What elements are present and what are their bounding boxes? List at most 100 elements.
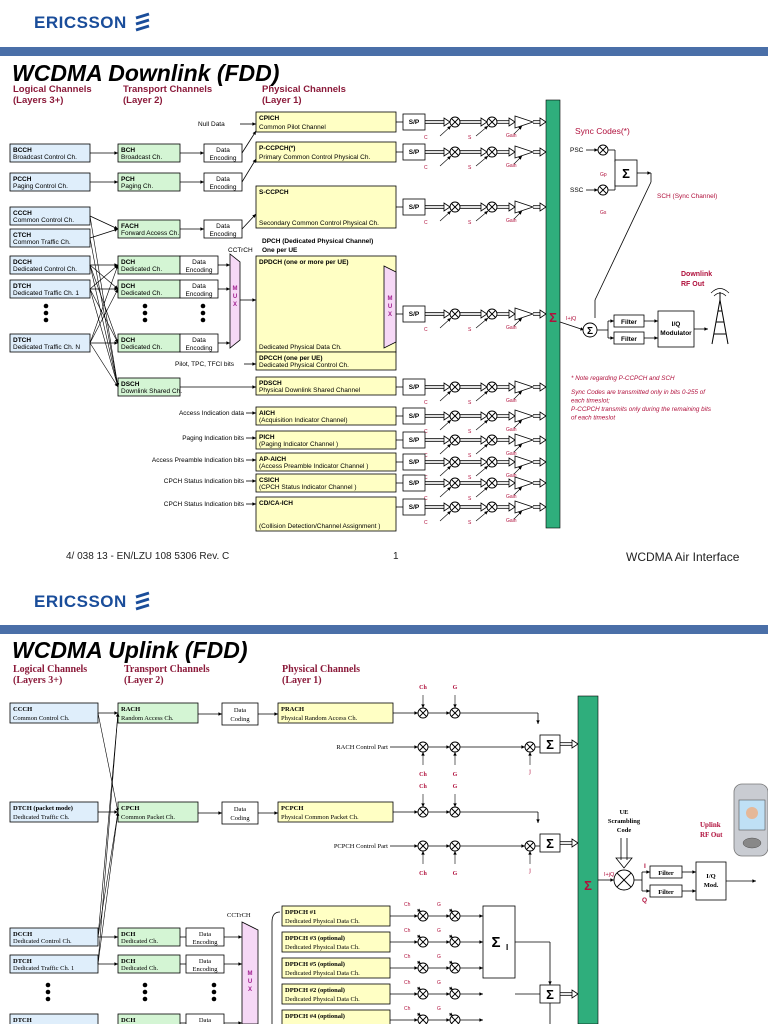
- ul-ch-label: Ch: [419, 772, 427, 778]
- connector-line: [451, 148, 459, 156]
- footer-page-number: 1: [393, 551, 399, 562]
- connector-line: [451, 709, 459, 717]
- connector-line: [616, 872, 632, 888]
- arrow-head: [480, 147, 488, 157]
- logical-channel-dcch-abbr: DCCH: [13, 259, 32, 266]
- ul-physical-dpdch-0-abbr: DPDCH #1: [285, 909, 316, 916]
- arrow-head: [480, 502, 488, 512]
- arrow-head: [508, 202, 516, 212]
- connector-line: [97, 811, 119, 965]
- transport-channel-dsch-abbr: DSCH: [121, 381, 140, 388]
- connector-line: [526, 743, 534, 751]
- slide2-accent-bar: [0, 625, 768, 634]
- arrow-head: [484, 466, 488, 470]
- arrow-head: [115, 265, 119, 269]
- slide1-title: WCDMA Downlink (FDD): [12, 60, 280, 86]
- arrow-head: [518, 391, 522, 395]
- scram-label: S: [468, 220, 472, 226]
- arrow-head: [518, 420, 522, 424]
- logical-channel-ccch-abbr: CCCH: [13, 210, 32, 217]
- arrow-head: [238, 1021, 242, 1024]
- physical-channel-10-name: (Collision Detection/Channel Assignment …: [259, 523, 380, 530]
- sum-i-sigma: Σ: [491, 934, 500, 951]
- ul-transport-dch-2-name: Dedicated Ch.: [121, 965, 159, 972]
- logical-channel-dcch-name: Dedicated Control Ch.: [13, 266, 77, 273]
- ue-code-label: UE: [619, 809, 628, 816]
- arrow-head: [114, 225, 118, 230]
- gs-label: Gs: [600, 210, 607, 216]
- logical-channel-bcch-abbr: BCCH: [13, 147, 32, 154]
- arrow-head: [610, 336, 614, 340]
- footer-section: WCDMA Air Interface: [626, 550, 740, 564]
- indication-input-4: CPCH Status Indication bits: [164, 501, 245, 508]
- connector-line: [241, 130, 257, 154]
- gain-amp-icon: [514, 145, 535, 159]
- sp-label: S/P: [409, 437, 420, 444]
- connector-line: [451, 808, 459, 816]
- arrow-head: [480, 478, 488, 488]
- connector-line: [89, 215, 119, 388]
- gain-amp-icon: [514, 433, 535, 447]
- arrow-head: [539, 411, 547, 421]
- arrow-head: [539, 435, 547, 445]
- data-encoding-label: Data: [192, 337, 206, 344]
- ul-data-label: Encoding: [193, 939, 219, 946]
- pilot-tpc-tfci-label: Pilot, TPC, TFCI bits: [175, 361, 235, 368]
- ul-ch-label: Ch: [404, 1006, 411, 1012]
- scram-label: S: [468, 520, 472, 526]
- ul-iq-mod-label: Mod.: [704, 882, 719, 889]
- connector-line: [89, 215, 119, 230]
- physical-channel-3: [255, 255, 397, 353]
- arrow-head: [417, 908, 421, 912]
- data-encoding-label: Data: [216, 176, 230, 183]
- logical-channel-ccch-name: Common Control Ch.: [13, 217, 74, 224]
- arrow-head: [421, 752, 425, 756]
- gain-amp-icon: [514, 409, 535, 423]
- arrow-head: [518, 211, 522, 215]
- sum-icon: Σ: [546, 836, 554, 851]
- arrow-head: [252, 159, 256, 163]
- physical-channel-5-abbr: PDSCH: [259, 380, 282, 387]
- scram-label: S: [468, 135, 472, 141]
- physical-channel-6-abbr: AICH: [259, 410, 275, 417]
- arrow-head: [536, 720, 540, 724]
- antenna-signal-icon: [710, 288, 730, 297]
- indication-input-0: Access Indication data: [179, 410, 244, 417]
- arrow-head: [114, 339, 118, 343]
- physical-channel-0-name: Common Pilot Channel: [259, 124, 326, 131]
- data-encoding-label: Data: [216, 147, 230, 154]
- physical-channel-7-name: (Paging Indicator Channel ): [259, 441, 338, 448]
- ue-code-label: Code: [617, 827, 632, 834]
- arrow-head: [594, 148, 598, 152]
- data-encoding-label: Encoding: [185, 267, 212, 274]
- gain-label: Gain: [506, 133, 517, 139]
- arrow-head: [508, 411, 516, 421]
- code-label: C: [424, 165, 428, 171]
- code-label: C: [424, 135, 428, 141]
- transport-channel-dch-abbr: DCH: [121, 337, 135, 344]
- arrow-head: [414, 810, 418, 814]
- ul-data-label: Data: [199, 931, 211, 938]
- arrow-head: [414, 745, 418, 749]
- arrow-head: [752, 879, 756, 883]
- arrow-head: [417, 934, 421, 938]
- connector-line: [419, 743, 427, 751]
- ellipsis-dot: [200, 303, 206, 309]
- arrow-head: [536, 819, 540, 823]
- arrow-head: [114, 341, 118, 345]
- arrow-head: [421, 851, 425, 855]
- gain-label: Gain: [506, 473, 517, 479]
- sum-i-box: [482, 905, 516, 979]
- arrow-head: [484, 126, 488, 130]
- connector-line: [97, 712, 119, 965]
- ul-physical-dpdch-1-name: Dedicated Physical Data Ch.: [285, 944, 360, 951]
- arrow-head: [252, 214, 256, 218]
- logical-channel-ctch-name: Common Traffic Ch.: [13, 239, 71, 246]
- ellipsis-dot: [211, 996, 217, 1002]
- connector-line: [97, 811, 119, 938]
- arrow-head: [443, 435, 451, 445]
- arrow-head: [446, 940, 450, 944]
- arrow-head: [610, 878, 614, 882]
- arrow-head: [114, 180, 118, 184]
- physical-channel-8-abbr: AP-AICH: [259, 456, 286, 463]
